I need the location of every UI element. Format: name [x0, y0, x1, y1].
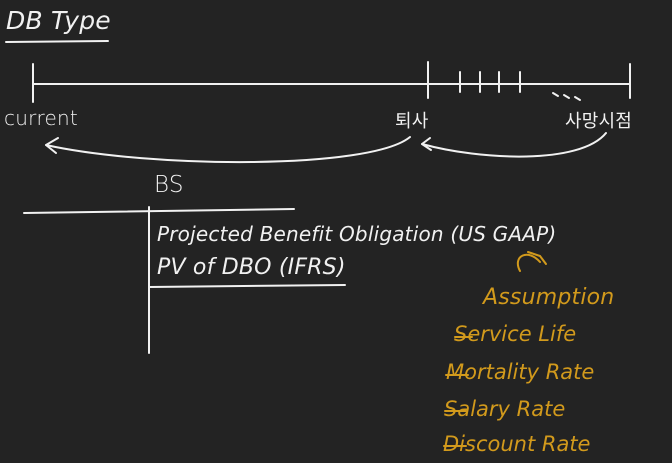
discount-arrow-to-retirement	[421, 132, 607, 158]
discount-arrow-to-current-head	[45, 137, 59, 154]
assumption-item-mortality-rate: Mortality Rate	[446, 360, 595, 384]
pv-dbo-label: PV of DBO (IFRS)	[157, 255, 346, 280]
timeline-label-retirement: 퇴사	[395, 111, 429, 132]
discount-arrow-to-retirement-head	[421, 137, 432, 151]
assumption-arrow-head	[527, 251, 547, 265]
timeline-label-death: 사망시점	[565, 111, 633, 132]
discount-arrow-to-current	[45, 136, 411, 164]
assumption-item-discount-rate: Discount Rate	[443, 432, 591, 456]
bs-horizontal-line	[23, 208, 295, 214]
timeline-minor-ticks	[459, 71, 521, 93]
timeline-ellipsis-marks	[552, 92, 581, 101]
assumption-arrow	[517, 253, 541, 272]
assumption-item-service-life: Service Life	[454, 322, 577, 346]
title-underline	[5, 40, 109, 43]
pbo-label: Projected Benefit Obligation (US GAAP)	[157, 222, 557, 246]
assumption-title: Assumption	[483, 285, 615, 310]
balance-sheet-title: BS	[154, 172, 184, 198]
liability-underline	[148, 284, 346, 288]
assumption-item-salary-rate: Salary Rate	[444, 397, 566, 421]
assumption-bullets	[443, 336, 473, 447]
page-title: DB Type	[6, 6, 111, 35]
timeline-label-current: current	[4, 106, 78, 130]
